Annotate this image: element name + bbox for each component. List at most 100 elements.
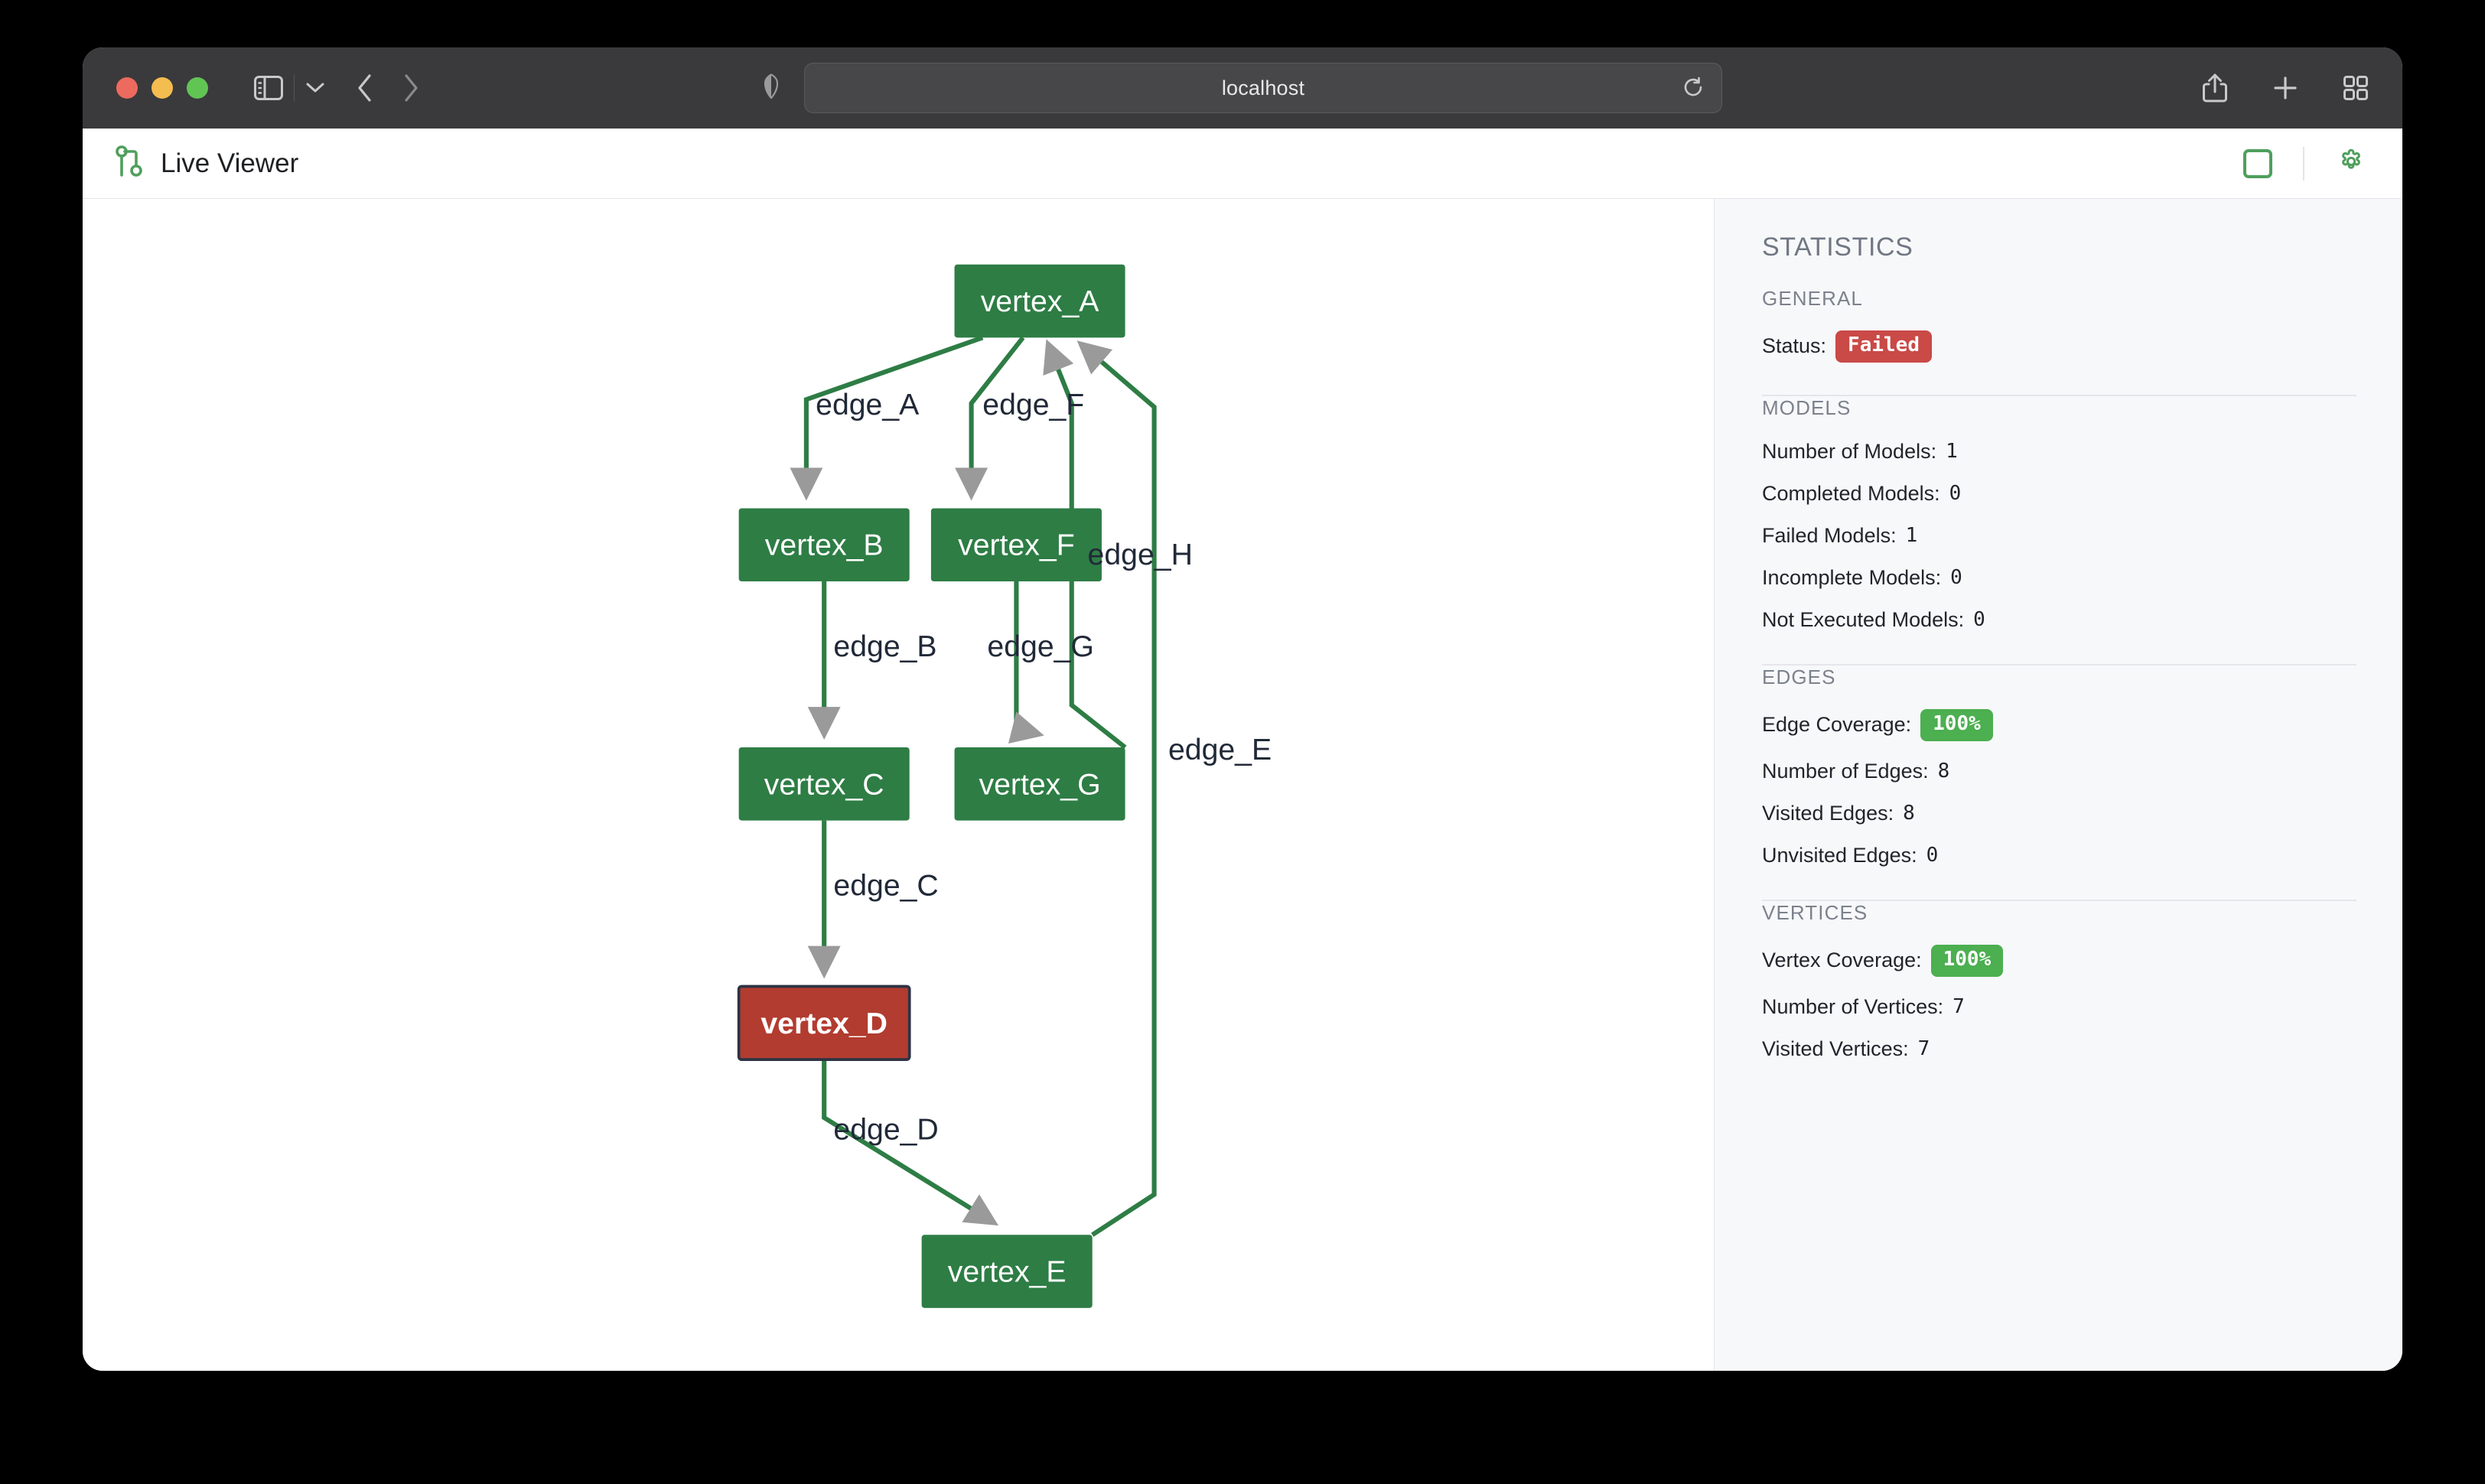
stats-section-vertices: VERTICES Vertex Coverage: 100% Number of… bbox=[1762, 901, 2356, 1085]
stat-label: Incomplete Models: bbox=[1762, 565, 1942, 589]
share-icon[interactable] bbox=[2202, 73, 2228, 103]
url-bar[interactable]: localhost bbox=[804, 63, 1722, 113]
graph-canvas[interactable]: vertex_A vertex_B vertex_C vertex_D bbox=[83, 199, 1714, 1371]
url-text: localhost bbox=[1221, 76, 1305, 99]
url-bar-group: localhost bbox=[763, 63, 1722, 113]
section-heading: GENERAL bbox=[1762, 287, 1863, 310]
section-heading: MODELS bbox=[1762, 395, 1852, 419]
statistics-sidebar[interactable]: STATISTICS GENERAL Status: Failed MODELS… bbox=[1714, 199, 2402, 1371]
stat-label: Visited Edges: bbox=[1762, 801, 1894, 825]
edge-label: edge_B bbox=[833, 630, 936, 663]
vertex-label: vertex_G bbox=[979, 768, 1101, 801]
shield-icon[interactable] bbox=[763, 73, 780, 103]
section-heading: EDGES bbox=[1762, 665, 1836, 688]
graph-vertex-vertex_E[interactable]: vertex_E bbox=[921, 1235, 1093, 1308]
git-branch-icon bbox=[115, 145, 144, 182]
stat-label: Visited Vertices: bbox=[1762, 1037, 1909, 1060]
vertex-label: vertex_B bbox=[765, 529, 884, 562]
stat-value: 0 bbox=[1950, 566, 1962, 590]
page-title: Live Viewer bbox=[161, 148, 299, 178]
vertex-label: vertex_F bbox=[958, 529, 1075, 562]
vertex-label: vertex_D bbox=[760, 1007, 888, 1040]
back-button[interactable] bbox=[356, 73, 374, 103]
stat-row: Edge Coverage: 100% bbox=[1762, 708, 2356, 741]
vertex-label: vertex_A bbox=[981, 285, 1100, 318]
stat-value: 8 bbox=[1937, 760, 1950, 783]
edge-label: edge_E bbox=[1168, 734, 1272, 766]
stats-section-models: MODELS Number of Models: 1 Completed Mod… bbox=[1762, 396, 2356, 656]
section-divider bbox=[1762, 663, 2356, 666]
stat-row: Unvisited Edges: 0 bbox=[1762, 844, 2356, 867]
graph-vertex-vertex_G[interactable]: vertex_G bbox=[954, 747, 1125, 821]
edge-label: edge_C bbox=[833, 870, 938, 903]
graph-vertex-vertex_C[interactable]: vertex_C bbox=[738, 747, 910, 821]
vertex-coverage-badge: 100% bbox=[1930, 944, 2004, 977]
forward-button[interactable] bbox=[402, 73, 420, 103]
stat-row: Completed Models: 0 bbox=[1762, 482, 2356, 506]
edge-label: edge_F bbox=[982, 389, 1084, 421]
stat-value: 0 bbox=[1973, 608, 1985, 632]
edge-path-edge_A[interactable] bbox=[790, 335, 984, 501]
stat-row: Failed Models: 1 bbox=[1762, 524, 2356, 548]
graph-vertex-vertex_B[interactable]: vertex_B bbox=[738, 508, 910, 582]
tab-overview-grid-icon[interactable] bbox=[2343, 75, 2369, 101]
stat-value: 0 bbox=[1926, 844, 1939, 867]
edge-path-edge_D[interactable] bbox=[822, 1059, 999, 1226]
reload-icon[interactable] bbox=[1683, 76, 1705, 99]
stat-row: Vertex Coverage: 100% bbox=[1762, 944, 2356, 977]
stat-label: Not Executed Models: bbox=[1762, 607, 1965, 631]
section-divider bbox=[1762, 394, 2356, 396]
section-heading: VERTICES bbox=[1762, 900, 1868, 924]
stats-section-general: GENERAL Status: Failed bbox=[1762, 287, 2356, 387]
maximize-window-button[interactable] bbox=[187, 77, 208, 99]
edge-label: edge_G bbox=[987, 630, 1094, 663]
graph-edge-labels: edge_A edge_B edge_C edge_D edge_E edge_… bbox=[816, 389, 1272, 1146]
app-header: Live Viewer bbox=[83, 129, 2402, 199]
edge-coverage-badge: 100% bbox=[1920, 708, 1993, 741]
edge-path-edge_E[interactable] bbox=[1076, 340, 1157, 1237]
stat-row: Incomplete Models: 0 bbox=[1762, 566, 2356, 590]
stat-label: Number of Edges: bbox=[1762, 759, 1929, 783]
toolbar-right-group bbox=[2202, 73, 2369, 103]
stat-row: Visited Vertices: 7 bbox=[1762, 1037, 2356, 1061]
graph-vertex-vertex_A[interactable]: vertex_A bbox=[954, 264, 1125, 338]
stat-row: Status: Failed bbox=[1762, 330, 2356, 363]
minimize-window-button[interactable] bbox=[151, 77, 173, 99]
stat-label: Status: bbox=[1762, 334, 1827, 358]
content-area: vertex_A vertex_B vertex_C vertex_D bbox=[83, 199, 2402, 1371]
stat-value: 7 bbox=[1952, 995, 1965, 1019]
stat-label: Number of Vertices: bbox=[1762, 994, 1944, 1018]
stat-row: Number of Edges: 8 bbox=[1762, 760, 2356, 783]
stat-label: Unvisited Edges: bbox=[1762, 843, 1917, 867]
graph-vertices: vertex_A vertex_B vertex_C vertex_D bbox=[737, 264, 1125, 1308]
new-tab-plus-icon[interactable] bbox=[2272, 75, 2298, 101]
graph-vertex-vertex_D[interactable]: vertex_D bbox=[737, 984, 911, 1061]
edge-path-edge_G[interactable] bbox=[1008, 581, 1044, 744]
status-badge: Failed bbox=[1835, 330, 1932, 363]
stat-label: Edge Coverage: bbox=[1762, 713, 1912, 737]
edge-path-edge_F[interactable] bbox=[955, 336, 1025, 501]
sidebar-toggle-icon[interactable] bbox=[254, 76, 283, 100]
stat-label: Vertex Coverage: bbox=[1762, 949, 1922, 972]
app-branding: Live Viewer bbox=[115, 145, 298, 182]
stat-label: Number of Models: bbox=[1762, 439, 1937, 463]
toolbar-divider bbox=[294, 74, 295, 102]
header-divider bbox=[2303, 146, 2304, 181]
app-header-actions bbox=[2243, 145, 2367, 181]
chevron-down-icon[interactable] bbox=[305, 81, 325, 95]
stat-value: 0 bbox=[1949, 482, 1962, 506]
stop-square-icon[interactable] bbox=[2243, 148, 2272, 178]
stat-value: 8 bbox=[1903, 802, 1915, 825]
graph-vertex-vertex_F[interactable]: vertex_F bbox=[930, 508, 1102, 582]
window-controls bbox=[116, 77, 208, 99]
gear-icon[interactable] bbox=[2335, 145, 2367, 181]
browser-window: localhost bbox=[83, 47, 2402, 1371]
stat-label: Completed Models: bbox=[1762, 481, 1940, 505]
close-window-button[interactable] bbox=[116, 77, 138, 99]
stat-value: 1 bbox=[1946, 440, 1958, 464]
browser-toolbar: localhost bbox=[83, 47, 2402, 129]
section-divider bbox=[1762, 899, 2356, 901]
statistics-heading: STATISTICS bbox=[1762, 233, 1913, 262]
graph-svg: vertex_A vertex_B vertex_C vertex_D bbox=[737, 264, 1272, 1308]
